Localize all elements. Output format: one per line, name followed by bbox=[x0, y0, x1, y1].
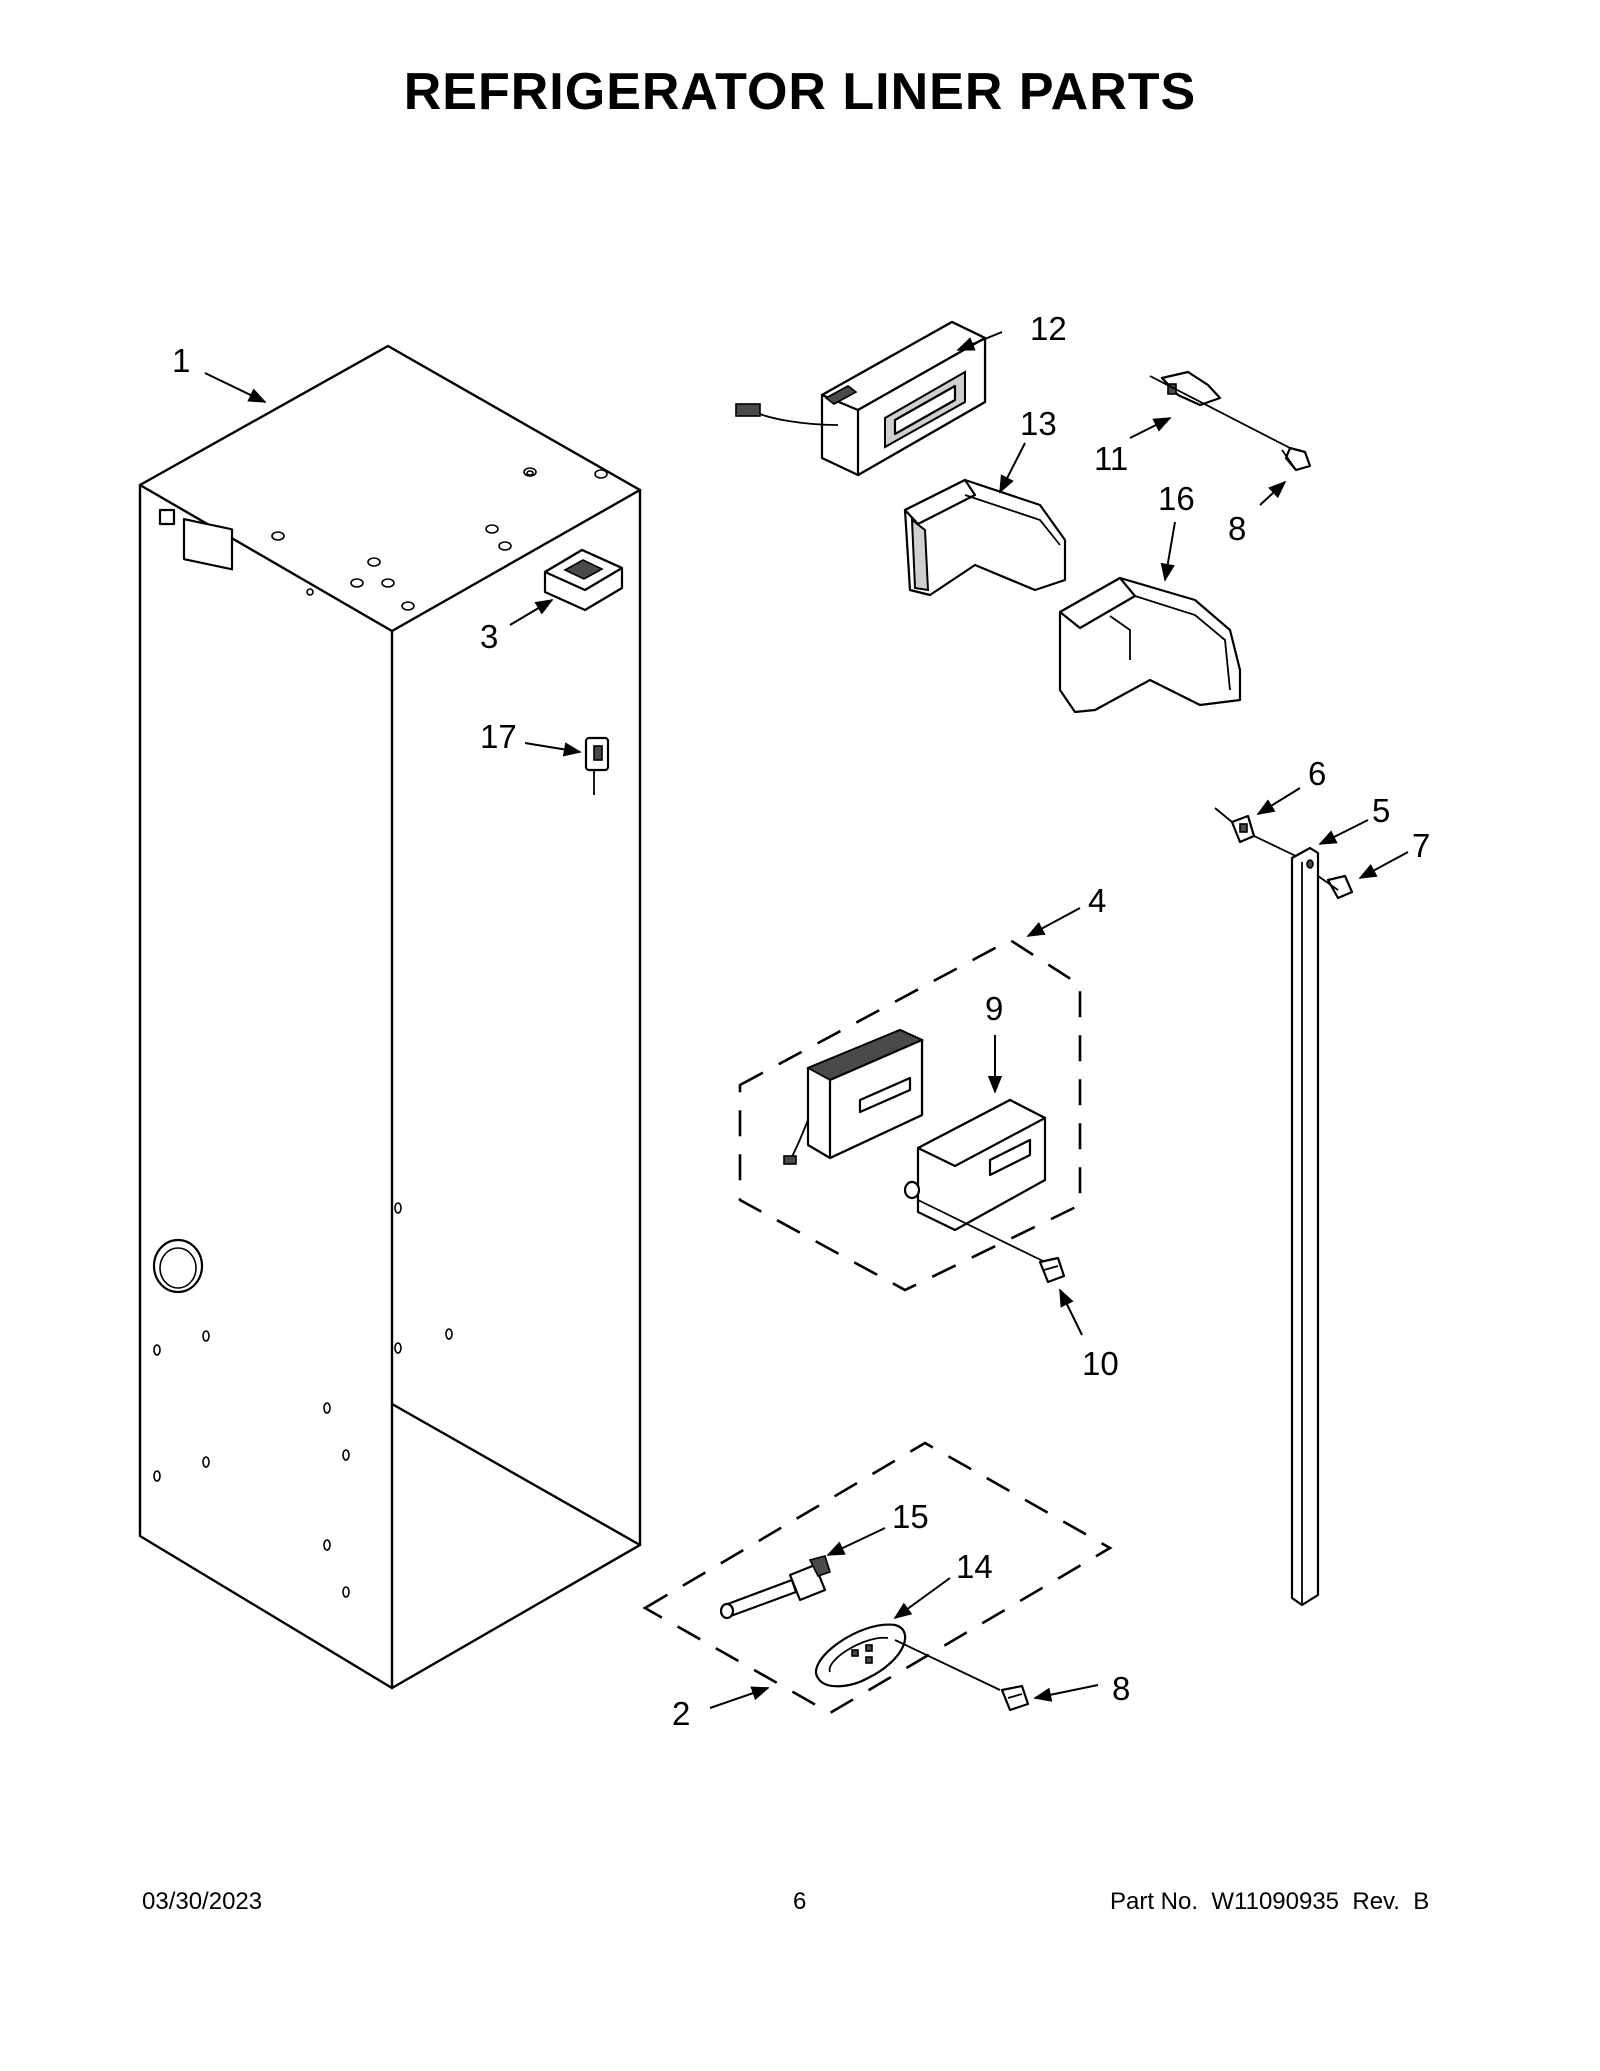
footer-part-label: Part No. bbox=[1110, 1888, 1199, 1915]
footer-date: 03/30/2023 bbox=[142, 1888, 263, 1915]
control-cover bbox=[903, 1098, 1047, 1263]
callout-4: 4 bbox=[1088, 882, 1106, 919]
light-lens bbox=[815, 1623, 1001, 1691]
callout-9: 9 bbox=[985, 990, 1003, 1027]
callout-12: 12 bbox=[1030, 310, 1067, 347]
callout-10: 10 bbox=[1082, 1345, 1119, 1382]
callout-2: 2 bbox=[672, 1695, 690, 1732]
liner-cabinet bbox=[138, 344, 642, 1690]
callout-8-lower: 8 bbox=[1112, 1670, 1130, 1707]
callout-17: 17 bbox=[480, 718, 517, 755]
rail-screw bbox=[1317, 874, 1354, 900]
callout-8-upper: 8 bbox=[1228, 510, 1246, 547]
small-clip-bracket bbox=[1149, 370, 1291, 449]
callout-7: 7 bbox=[1412, 827, 1430, 864]
rail-clip bbox=[1214, 807, 1301, 859]
callout-13: 13 bbox=[1020, 405, 1057, 442]
footer-part-info: Part No. W11090935 Rev. B bbox=[1110, 1888, 1429, 1916]
callout-6: 6 bbox=[1308, 755, 1326, 792]
callout-1: 1 bbox=[172, 342, 190, 379]
kit-outline-4 bbox=[738, 938, 1082, 1292]
callout-5: 5 bbox=[1372, 792, 1390, 829]
lens-screw bbox=[1000, 1684, 1030, 1712]
callout-14: 14 bbox=[956, 1548, 993, 1585]
leader-lines bbox=[204, 331, 1409, 1709]
footer-revision: B bbox=[1413, 1888, 1430, 1915]
footer-rev-label: Rev. bbox=[1352, 1888, 1400, 1915]
footer-page-number: 6 bbox=[793, 1888, 807, 1915]
side-sensor-bracket bbox=[584, 736, 610, 795]
temperature-sensor bbox=[719, 1555, 831, 1620]
cover-screw bbox=[1038, 1256, 1066, 1284]
callout-3: 3 bbox=[480, 618, 498, 655]
page-title: REFRIGERATOR LINER PARTS bbox=[403, 63, 1197, 121]
callout-16: 16 bbox=[1158, 480, 1195, 517]
shelf-rail bbox=[1290, 846, 1320, 1607]
top-connector-box bbox=[543, 548, 624, 612]
callout-11: 11 bbox=[1094, 440, 1128, 477]
screw-upper-right bbox=[1281, 446, 1312, 472]
duct-cover-lower bbox=[1058, 576, 1242, 714]
callout-15: 15 bbox=[892, 1498, 929, 1535]
kit-outline-2 bbox=[642, 1441, 1113, 1715]
footer-part-number: W11090935 bbox=[1211, 1888, 1340, 1915]
control-box bbox=[783, 1028, 924, 1165]
control-housing bbox=[735, 320, 987, 477]
duct-cover-upper bbox=[903, 478, 1067, 597]
